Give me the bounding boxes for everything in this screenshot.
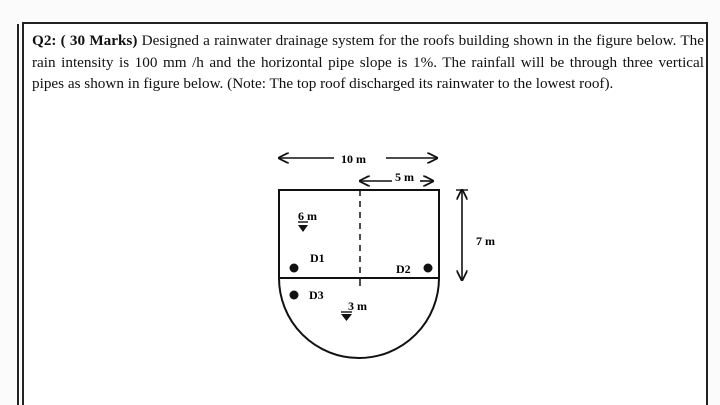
level-marker-6m: 6 m	[298, 209, 317, 232]
dimension-10m-label: 10 m	[341, 152, 366, 166]
upper-roof	[278, 189, 440, 279]
question-frame	[22, 22, 708, 405]
question-text: Designed a rainwater drainage system for…	[32, 32, 704, 92]
pipe-d2: D2	[396, 262, 433, 276]
margin-line	[17, 24, 19, 405]
level-6m-label: 6 m	[298, 209, 317, 223]
pipe-d1: D1	[289, 251, 325, 273]
pipe-d1-label: D1	[310, 251, 325, 265]
question-label: Q2: ( 30 Marks)	[32, 32, 138, 49]
level-marker-3m: 3 m	[341, 299, 367, 321]
dimension-7m: 7 m	[456, 190, 495, 280]
pipe-d2-label: D2	[396, 262, 411, 276]
dimension-7m-label: 7 m	[476, 234, 495, 248]
dimension-5m: 5 m	[360, 170, 433, 184]
dimension-10m: 10 m	[279, 152, 437, 166]
lower-roof	[278, 277, 440, 359]
dimension-5m-label: 5 m	[395, 170, 414, 184]
level-3m-label: 3 m	[348, 299, 367, 313]
question-paragraph: Q2: ( 30 Marks) Designed a rainwater dra…	[32, 30, 704, 95]
pipe-d3-label: D3	[309, 288, 324, 302]
pipe-d3: D3	[289, 288, 324, 302]
